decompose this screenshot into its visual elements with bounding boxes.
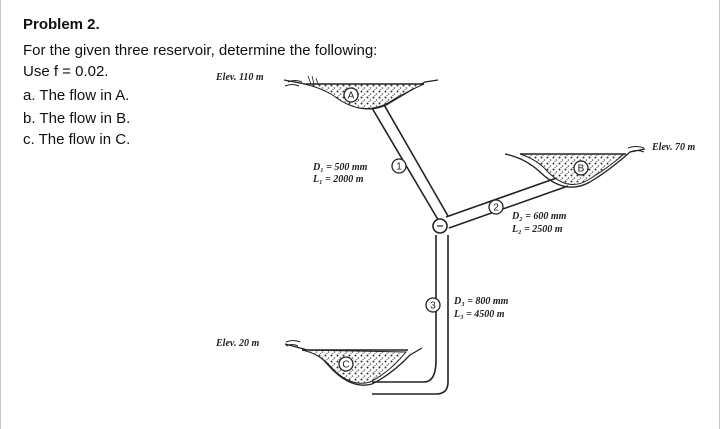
pipe-3 xyxy=(372,235,449,395)
pipe-2-diameter: D₂ = 600 mm xyxy=(511,211,567,222)
problem-title: Problem 2. xyxy=(23,16,100,33)
pipe-2-length: L₂ = 2500 m xyxy=(511,224,563,235)
pipe-2 xyxy=(445,174,569,229)
pipe-3-label: 3 xyxy=(430,301,436,312)
given-friction-factor: Use f = 0.02. xyxy=(23,63,109,80)
elevation-a: Elev. 110 m xyxy=(215,72,264,83)
pipe-1-length: L₁ = 2000 m xyxy=(312,174,364,185)
reservoir-b-label: B xyxy=(578,164,585,175)
reservoir-a-label: A xyxy=(348,91,355,102)
pipe-1-marker xyxy=(391,158,407,174)
pipe-1-label: 1 xyxy=(396,162,402,173)
pipe-junction xyxy=(432,218,448,234)
problem-intro: For the given three reservoir, determine… xyxy=(23,42,378,59)
reservoir-a: A xyxy=(283,75,439,110)
reservoir-c-label: C xyxy=(342,360,349,371)
pipe-3-marker xyxy=(425,297,441,313)
pipe-2-marker xyxy=(488,199,504,215)
task-flow-b: b. The flow in B. xyxy=(23,110,131,127)
elevation-b: Elev. 70 m xyxy=(651,142,695,153)
elevation-c: Elev. 20 m xyxy=(215,338,259,349)
reservoir-c: C xyxy=(284,340,423,386)
pipe-3-length: L₃ = 4500 m xyxy=(453,309,505,320)
reservoir-b: B xyxy=(504,146,646,188)
pipe-3-diameter: D₃ = 800 mm xyxy=(453,296,509,307)
pipe-1-diameter: D₁ = 500 mm xyxy=(312,162,368,173)
pipe-2-label: 2 xyxy=(493,203,499,214)
pipe-1 xyxy=(371,102,449,224)
task-flow-a: a. The flow in A. xyxy=(23,87,130,104)
task-flow-c: c. The flow in C. xyxy=(23,131,131,148)
